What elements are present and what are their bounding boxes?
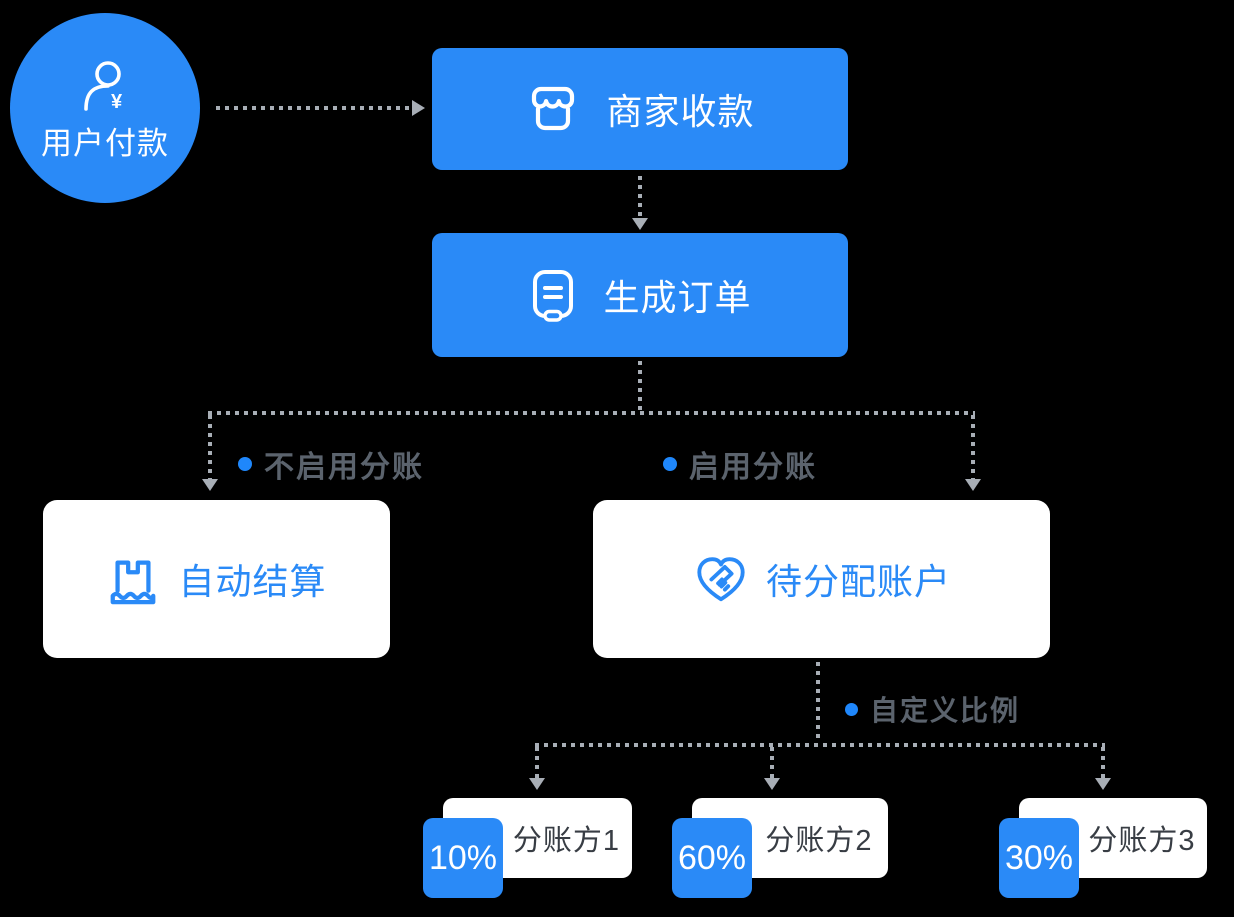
- parcel-settlement-icon: [106, 552, 160, 606]
- connector-branch-left: [208, 415, 212, 479]
- node-generate-order: 生成订单: [432, 233, 848, 357]
- svg-text:¥: ¥: [111, 91, 123, 113]
- order-receipt-icon: [528, 267, 578, 323]
- arrowhead-down-icon: [632, 218, 648, 230]
- recipient-2-percent-badge: 60%: [672, 818, 752, 898]
- connector-merchant-to-order: [638, 176, 642, 218]
- node-auto-settlement-label: 自动结算: [178, 561, 327, 602]
- node-auto-settlement: 自动结算: [43, 500, 390, 658]
- branch-label-custom-ratio: 自定义比例: [845, 689, 1020, 729]
- arrowhead-down-icon: [529, 778, 545, 790]
- connector-recipient-3: [1101, 747, 1105, 778]
- connector-recipients-horizontal: [535, 743, 1105, 747]
- node-pending-allocation-label: 待分配账户: [765, 561, 951, 602]
- connector-recipient-1: [535, 747, 539, 778]
- connector-recipient-2: [770, 747, 774, 778]
- node-user-payment-label: 用户付款: [41, 125, 169, 161]
- storefront-icon: [525, 81, 581, 137]
- node-user-payment: ¥ 用户付款: [10, 13, 200, 203]
- arrowhead-right-icon: [412, 100, 425, 116]
- connector-pending-stub: [816, 662, 820, 743]
- recipient-3-percent-badge: 30%: [999, 818, 1079, 898]
- connector-user-to-merchant: [216, 106, 412, 110]
- arrowhead-down-icon: [1095, 778, 1111, 790]
- branch-label-split-enabled: 启用分账: [663, 442, 817, 486]
- node-merchant-collect-label: 商家收款: [606, 91, 755, 132]
- node-merchant-collect: 商家收款: [432, 48, 848, 170]
- connector-branch-horizontal: [208, 411, 975, 415]
- recipient-1-percent-badge: 10%: [423, 818, 503, 898]
- node-generate-order-label: 生成订单: [603, 277, 752, 318]
- connector-order-stub: [638, 361, 642, 411]
- branch-label-no-split: 不启用分账: [238, 442, 424, 486]
- bullet-dot-icon: [663, 457, 677, 471]
- connector-branch-right: [971, 415, 975, 479]
- heart-handshake-icon: [692, 552, 750, 606]
- arrowhead-down-icon: [202, 479, 218, 491]
- bullet-dot-icon: [238, 457, 252, 471]
- recipient-2-name: 分账方2: [765, 825, 873, 857]
- node-pending-allocation-account: 待分配账户: [593, 500, 1050, 658]
- recipient-1-name: 分账方1: [512, 825, 621, 857]
- bullet-dot-icon: [845, 702, 858, 716]
- arrowhead-down-icon: [965, 479, 981, 491]
- recipient-3-name: 分账方3: [1088, 825, 1196, 857]
- user-yuan-icon: ¥: [77, 58, 133, 114]
- arrowhead-down-icon: [764, 778, 780, 790]
